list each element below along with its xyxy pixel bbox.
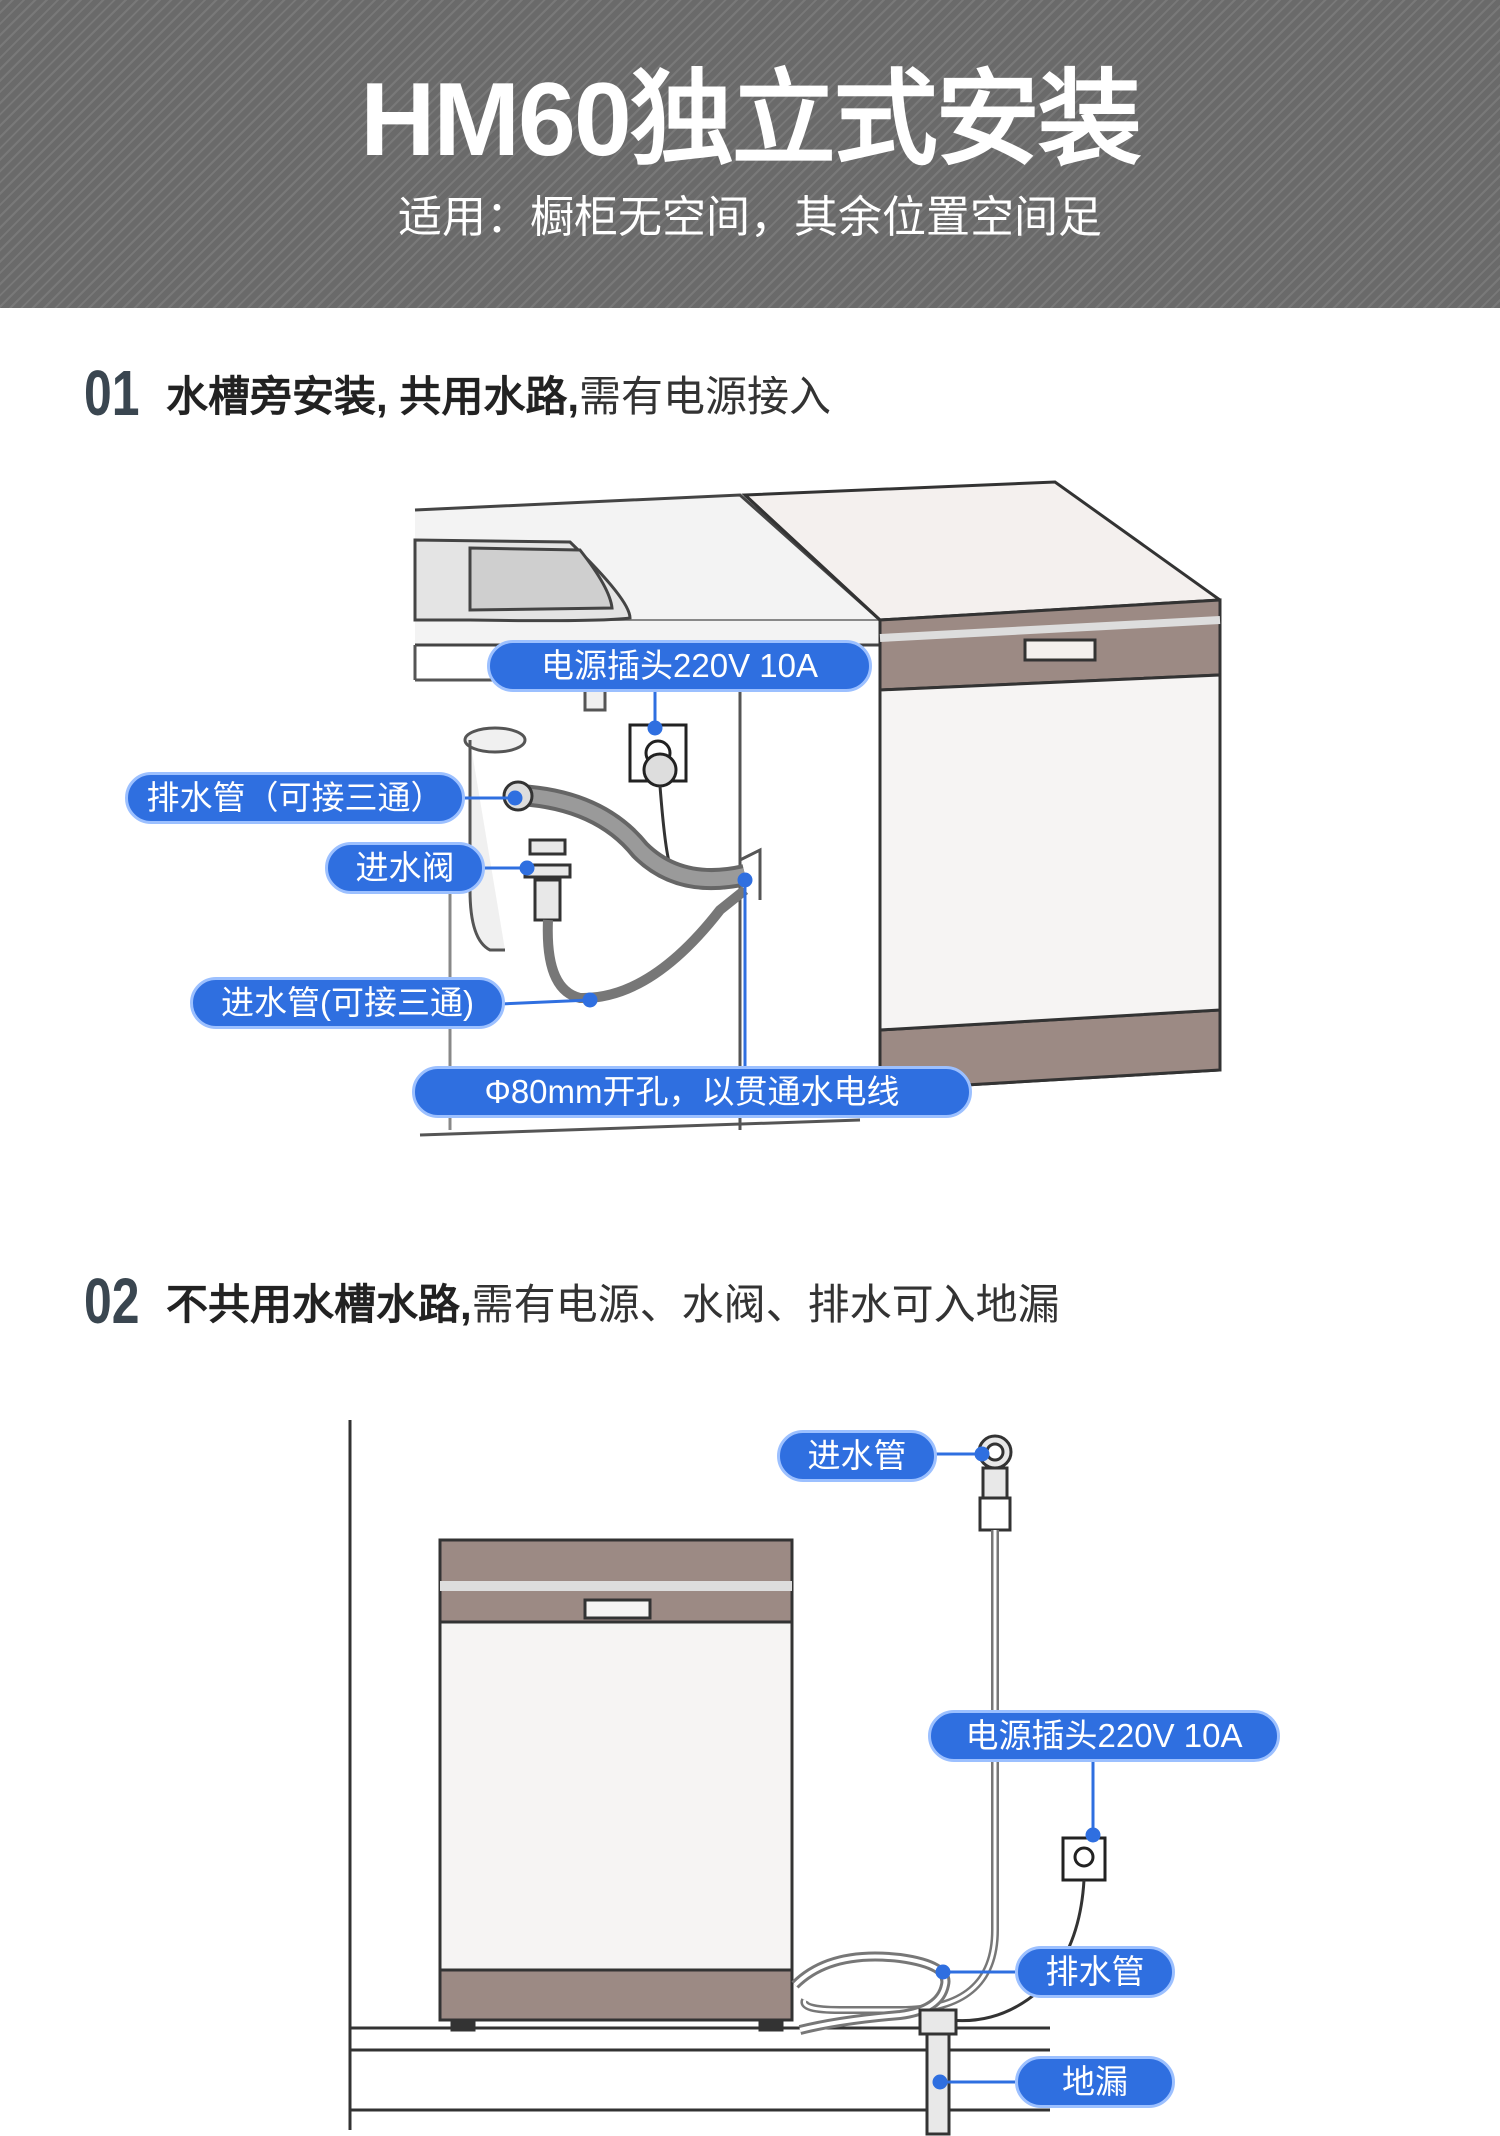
callout-inlet-pipe: 进水管(可接三通)	[190, 977, 505, 1029]
section-01-heading: 01 水槽旁安装, 共用水路, 需有电源接入	[84, 357, 832, 429]
callout-leaders	[460, 670, 753, 1070]
diagram-02-illustration	[348, 1420, 1107, 2136]
section-02-number: 02	[84, 1265, 140, 1337]
page-title: HM60独立式安装	[360, 62, 1141, 178]
sink-basin	[413, 538, 632, 623]
dishwasher-front	[438, 1538, 794, 2032]
header-banner: HM60独立式安装 适用：橱柜无空间，其余位置空间足	[0, 0, 1500, 308]
section-02-bold-text: 不共用水槽水路,	[166, 1280, 472, 1328]
diagram-standalone-install: 进水管 电源插头220V 10A 排水管 地漏	[0, 1410, 1500, 2136]
section-01-number: 01	[84, 357, 140, 429]
callout-power-plug-02: 电源插头220V 10A	[928, 1710, 1280, 1762]
section-02-heading: 02 不共用水槽水路, 需有电源、水阀、排水可入地漏	[84, 1265, 1060, 1337]
callout-inlet-pipe-02: 进水管	[777, 1430, 937, 1482]
section-01-normal-text: 需有电源接入	[579, 372, 832, 420]
floor-drain-pipe	[918, 2008, 958, 2136]
callout-inlet-valve: 进水阀	[325, 842, 485, 894]
section-01-bold-text: 水槽旁安装, 共用水路,	[166, 372, 580, 420]
callout-power-plug: 电源插头220V 10A	[487, 640, 872, 692]
callout-drain-pipe-02: 排水管	[1015, 1946, 1175, 1998]
page-subtitle: 适用：橱柜无空间，其余位置空间足	[398, 193, 1102, 242]
dishwasher-side	[741, 480, 1222, 1092]
drain-hose-02	[791, 1951, 951, 2035]
diagram-sink-side-install: 电源插头220V 10A 排水管（可接三通） 进水阀 进水管(可接三通) Φ80…	[0, 470, 1500, 1150]
callout-floor-drain: 地漏	[1015, 2056, 1175, 2108]
callout-80mm-hole: Φ80mm开孔，以贯通水电线	[412, 1066, 972, 1118]
callout-drain-pipe: 排水管（可接三通）	[125, 772, 465, 824]
section-02-normal-text: 需有电源、水阀、排水可入地漏	[471, 1280, 1060, 1328]
inlet-valve	[523, 838, 749, 1004]
